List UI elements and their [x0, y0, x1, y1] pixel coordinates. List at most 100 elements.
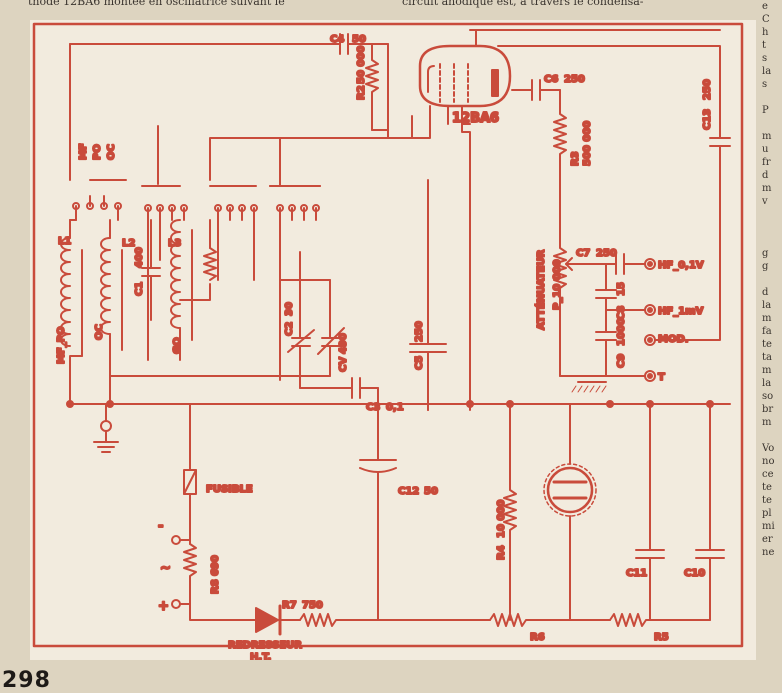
- margin-line: br: [762, 404, 774, 415]
- resistor-r3: [553, 103, 567, 181]
- page-number: 298: [2, 668, 51, 693]
- wave-switch: [72, 125, 321, 381]
- capacitor-c11: [635, 403, 665, 621]
- margin-line: no: [762, 456, 775, 467]
- capacitor-c8: [595, 263, 617, 311]
- output-t: T: [658, 372, 665, 383]
- c13-name: C13: [702, 109, 713, 130]
- rectifier-label-1: REDRESSEUR: [228, 640, 302, 651]
- r6-label: R6: [530, 632, 545, 643]
- mains-minus: -: [158, 519, 163, 534]
- margin-line: la: [762, 300, 772, 311]
- damping-resistor: [179, 219, 217, 301]
- margin-line: g: [762, 261, 769, 272]
- output-hf-1mv: HF_1mV: [658, 306, 704, 317]
- schematic-diagram: 12BA6 C4 50 R2 50 000 C6 250 C13 250 R3 …: [32, 22, 744, 660]
- r8-value: 690: [210, 555, 221, 576]
- page-text-top-left: thode 12BA6 montée en oscillatrice suiva…: [28, 0, 285, 8]
- margin-line: m: [762, 183, 772, 194]
- margin-line: ce: [762, 469, 774, 480]
- r8-name: R8: [210, 579, 221, 594]
- ground-bus: [66, 355, 731, 411]
- resistor-r4: [503, 403, 517, 621]
- margin-line: Vo: [762, 443, 775, 454]
- margin-line: so: [762, 391, 774, 402]
- margin-line: d: [762, 170, 769, 181]
- output-mod: MOD.: [658, 334, 689, 345]
- coil-l1: [60, 219, 71, 347]
- margin-line: s: [762, 79, 768, 90]
- c3-value: 0,1: [386, 402, 404, 413]
- c8-value: 15: [616, 282, 627, 296]
- margin-line: t: [762, 40, 767, 51]
- capacitor-c2: [287, 251, 315, 381]
- margin-line: e: [762, 1, 768, 12]
- margin-line: te: [762, 495, 772, 506]
- r3-name: R3: [570, 151, 581, 166]
- margin-line: P: [762, 105, 769, 116]
- go-label: GO: [172, 337, 183, 354]
- c11-label: C11: [626, 568, 647, 579]
- l1-label: L1: [58, 236, 71, 247]
- r3-value: 500 000: [582, 121, 593, 166]
- c12-name: C12: [398, 486, 419, 497]
- margin-line: fr: [762, 157, 771, 168]
- c5-name: C5: [414, 356, 425, 370]
- c3-name: C3: [366, 402, 380, 413]
- capacitor-c9: [595, 309, 647, 377]
- c1-name: C1: [134, 282, 145, 296]
- c1-value: 400: [134, 247, 145, 268]
- output-hf-01v: HF_0,1V: [658, 260, 704, 271]
- margin-line: s: [762, 53, 768, 64]
- c5-value: 250: [414, 321, 425, 342]
- page-text-top-right: circuit anodique est, à travers le conde…: [402, 0, 644, 8]
- c7-value: 250: [596, 248, 617, 259]
- earth-symbol: [93, 403, 119, 453]
- c8-name: C8: [616, 306, 627, 320]
- mains-plus: +: [158, 599, 169, 614]
- attenuator-potentiometer: [553, 179, 591, 377]
- margin-line: [762, 234, 782, 247]
- c4-value: 50: [352, 34, 366, 45]
- l3-label: L3: [168, 238, 181, 249]
- margin-line: u: [762, 144, 769, 155]
- c10-label: C10: [684, 568, 705, 579]
- r7-value: 750: [302, 600, 323, 611]
- cv-value: 490: [338, 333, 349, 354]
- resistor-r5: [609, 613, 711, 627]
- margin-line: m: [762, 131, 772, 142]
- margin-line: la: [762, 66, 772, 77]
- r7-name: R7: [282, 600, 297, 611]
- coil-l2: [100, 219, 331, 377]
- margin-line: m: [762, 313, 772, 324]
- fuse-label: FUSIBLE: [206, 484, 253, 495]
- power-section: [171, 403, 257, 621]
- margin-line: ta: [762, 352, 772, 363]
- r2-value: 50 000: [356, 46, 367, 84]
- c13-value: 250: [702, 79, 713, 100]
- margin-line: C: [762, 14, 770, 25]
- margin-line: [762, 429, 782, 442]
- c7-name: C7: [576, 248, 590, 259]
- resistor-r2: [365, 43, 389, 131]
- margin-line: te: [762, 339, 772, 350]
- schematic-panel: 12BA6 C4 50 R2 50 000 C6 250 C13 250 R3 …: [30, 20, 756, 660]
- switch-label-po: PO: [92, 144, 103, 160]
- switch-label-oc: OC: [106, 144, 117, 160]
- r4-value: 10 000: [496, 500, 507, 538]
- ground-hatch: [571, 385, 607, 393]
- resistor-r7: [299, 613, 379, 627]
- tube-12ba6: [418, 29, 721, 125]
- c12-value: 50: [424, 486, 438, 497]
- resistor-r6: [489, 613, 611, 627]
- margin-line: pl: [762, 508, 772, 519]
- margin-line: g: [762, 248, 769, 259]
- tube-label: 12BA6: [452, 111, 499, 126]
- capacitor-c12: [359, 403, 397, 621]
- margin-line: fa: [762, 326, 772, 337]
- c6-value: 250: [564, 74, 585, 85]
- switch-header-mf: MF: [78, 143, 89, 160]
- attenuator-value: P_10 000: [552, 259, 563, 310]
- rectifier-diode: [255, 604, 301, 636]
